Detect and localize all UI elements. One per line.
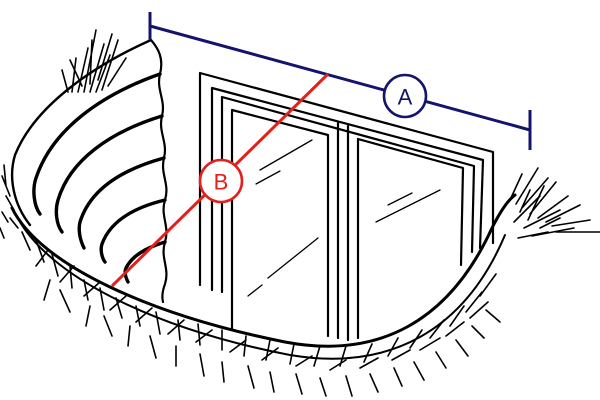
label-b-badge: B bbox=[198, 158, 244, 204]
label-b-text: B bbox=[214, 170, 229, 195]
grass-icon bbox=[0, 29, 600, 397]
label-a-badge: A bbox=[382, 73, 428, 119]
window-icon bbox=[198, 71, 495, 342]
window-well-icon bbox=[10, 38, 517, 360]
label-a-text: A bbox=[398, 85, 413, 110]
dimension-a-line bbox=[148, 12, 532, 150]
